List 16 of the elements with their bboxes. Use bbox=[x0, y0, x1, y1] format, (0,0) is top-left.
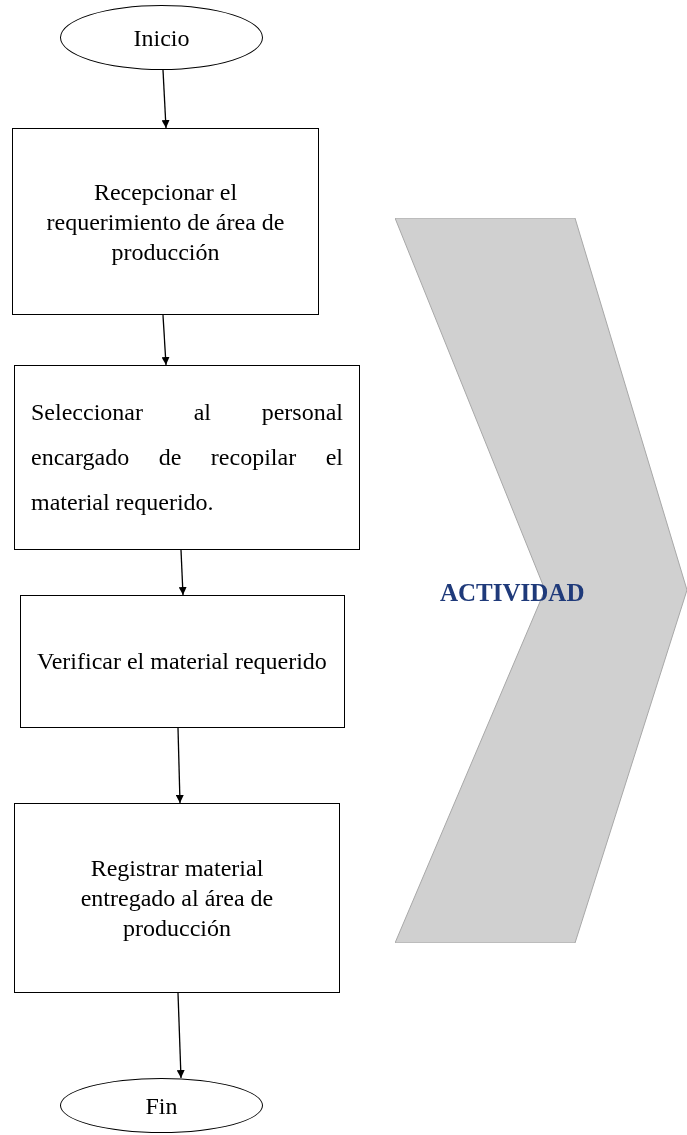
arrow bbox=[175, 727, 184, 804]
node-text: Verificar el material requerido bbox=[36, 647, 328, 676]
arrow bbox=[161, 69, 170, 129]
node-text: Inicio bbox=[132, 23, 191, 53]
node-text: Fin bbox=[144, 1091, 179, 1121]
process-box bbox=[20, 595, 345, 728]
process-box bbox=[12, 128, 319, 315]
process-box bbox=[14, 803, 340, 993]
arrow bbox=[161, 314, 170, 366]
node-text: Seleccionar al personal encargado de recopilar el material requerido. bbox=[30, 398, 344, 517]
node-text: Recepcionar el requerimiento de área de producción bbox=[45, 177, 286, 267]
arrow bbox=[178, 549, 187, 596]
chevron-label: ACTIVIDAD bbox=[440, 578, 585, 608]
arrow bbox=[176, 992, 185, 1079]
node-text: Registrar material entregado al área de producción bbox=[79, 854, 275, 943]
process-box bbox=[14, 365, 360, 550]
